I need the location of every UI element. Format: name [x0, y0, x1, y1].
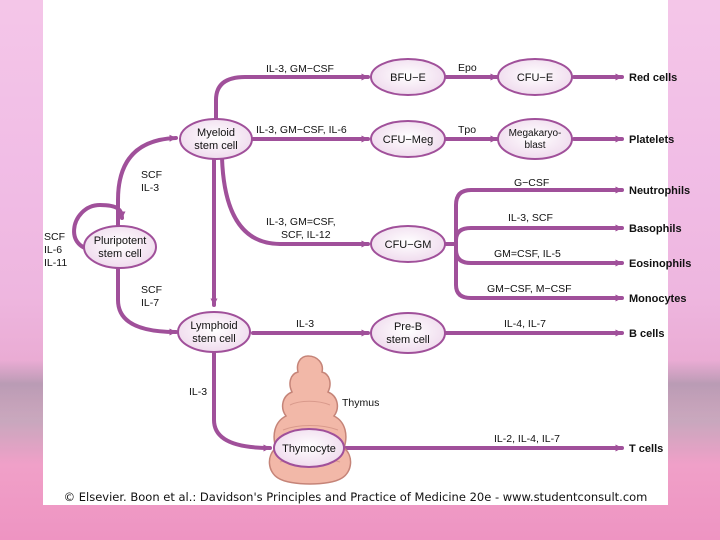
factor-cfu-meg: IL-3, GM−CSF, IL-6 — [256, 124, 347, 136]
label-pluripotent-1: Pluripotent — [94, 235, 147, 247]
label-cfu-gm: CFU−GM — [385, 239, 432, 251]
label-lymphoid-1: Lymphoid — [190, 320, 237, 332]
label-megakaryoblast-2: blast — [524, 140, 545, 151]
factor-pre-b: IL-3 — [296, 318, 314, 330]
edge-cfugm-basophils — [456, 228, 622, 244]
factor-epo: Epo — [458, 62, 477, 74]
factor-b-cells: IL-4, IL-7 — [504, 318, 546, 330]
label-megakaryoblast-1: Megakaryo- — [509, 128, 562, 139]
factor-monocytes: GM−CSF, M−CSF — [487, 283, 572, 295]
factor-cfu-gm-1: IL-3, GM=CSF, — [266, 216, 336, 228]
label-pre-b-2: stem cell — [386, 334, 429, 346]
node-megakaryoblast — [498, 119, 572, 159]
output-red-cells: Red cells — [629, 72, 677, 84]
factor-neutrophils: G−CSF — [514, 177, 549, 189]
node-lymphoid — [178, 312, 250, 352]
factor-thymocyte: IL-3 — [189, 386, 207, 398]
factor-self-renewal-3: IL-11 — [44, 257, 67, 269]
factor-eosinophils: GM=CSF, IL-5 — [494, 248, 561, 260]
label-bfu-e: BFU−E — [390, 72, 426, 84]
label-cfu-e: CFU−E — [517, 72, 553, 84]
factor-self-renewal-1: SCF — [44, 231, 65, 243]
output-monocytes: Monocytes — [629, 293, 686, 305]
factor-tpo: Tpo — [458, 124, 476, 136]
factor-lymphoid-1: SCF — [141, 284, 162, 296]
output-b-cells: B cells — [629, 328, 664, 340]
edge-myeloid-bfue — [216, 77, 368, 120]
factor-self-renewal-2: IL-6 — [44, 244, 62, 256]
node-pre-b — [371, 313, 445, 353]
output-neutrophils: Neutrophils — [629, 185, 690, 197]
label-cfu-meg: CFU−Meg — [383, 134, 433, 146]
label-myeloid-2: stem cell — [194, 140, 237, 152]
node-pluripotent — [84, 226, 156, 268]
factor-cfu-gm-2: SCF, IL-12 — [281, 229, 331, 241]
factor-lymphoid-2: IL-7 — [141, 297, 159, 309]
factor-basophils: IL-3, SCF — [508, 212, 553, 224]
output-platelets: Platelets — [629, 134, 674, 146]
output-labels: Red cells Platelets Neutrophils Basophil… — [629, 72, 691, 455]
label-thymocyte: Thymocyte — [282, 443, 336, 455]
factor-myeloid-2: IL-3 — [141, 182, 159, 194]
label-lymphoid-2: stem cell — [192, 333, 235, 345]
factor-myeloid-1: SCF — [141, 169, 162, 181]
copyright-caption: © Elsevier. Boon et al.: Davidson's Prin… — [43, 486, 668, 508]
edge-lymphoid-thymocyte — [214, 352, 270, 448]
node-myeloid — [180, 119, 252, 159]
factor-t-cells: IL-2, IL-4, IL-7 — [494, 433, 560, 445]
thymus-label: Thymus — [342, 397, 379, 409]
label-pre-b-1: Pre-B — [394, 321, 422, 333]
output-t-cells: T cells — [629, 443, 663, 455]
output-eosinophils: Eosinophils — [629, 258, 691, 270]
output-basophils: Basophils — [629, 223, 682, 235]
label-myeloid-1: Myeloid — [197, 127, 235, 139]
factor-bfu-e: IL-3, GM−CSF — [266, 63, 334, 75]
label-pluripotent-2: stem cell — [98, 248, 141, 260]
